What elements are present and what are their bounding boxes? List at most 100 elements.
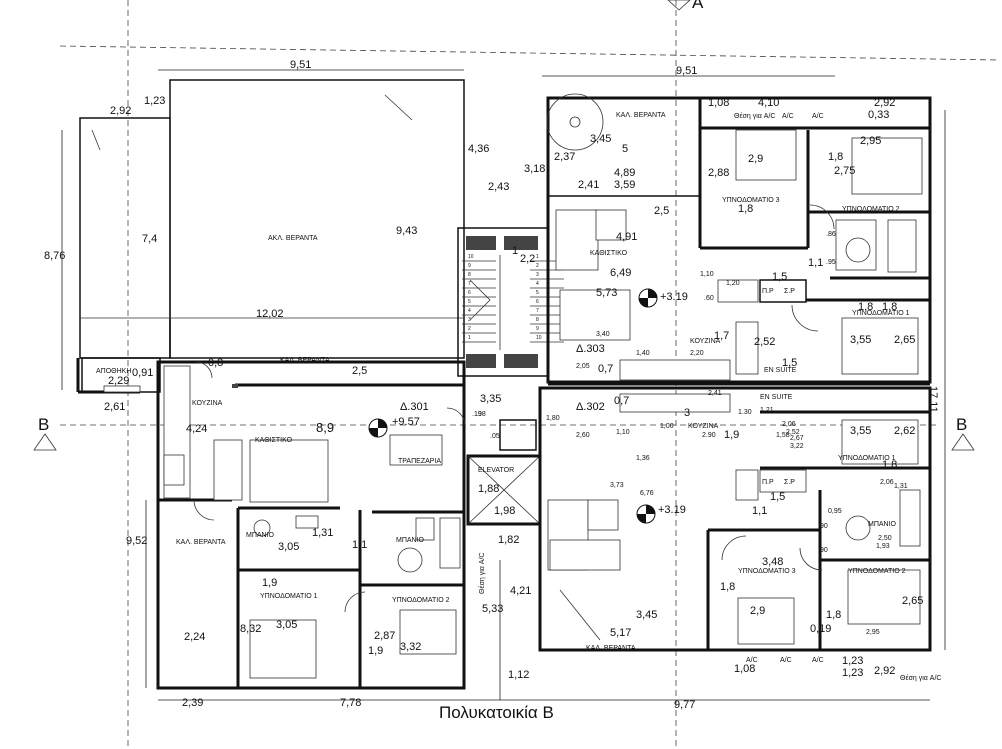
room-label: ΥΠΝΟΔΟΜΑΤΙΟ 2 [392, 597, 450, 604]
dimension-value: 3,73 [610, 482, 624, 489]
dimension-lines [61, 69, 946, 701]
dimension-value: 9,43 [396, 225, 417, 237]
dimension-value: 2,37 [554, 151, 575, 163]
svg-text:B: B [38, 415, 49, 434]
dimension-value: 1,9 [262, 577, 277, 589]
dimension-value: 5 [622, 143, 628, 155]
stair-step-number: 3 [536, 272, 539, 278]
dimension-value: 2,75 [834, 165, 855, 177]
storage-left [81, 357, 161, 393]
room-label: ΚΑΛ. ΒΕΡΑΝΤΑ [586, 645, 636, 652]
dimension-value: 1,1 [808, 257, 823, 269]
room-label: ELEVATOR [478, 467, 514, 474]
dimension-value: 1,36 [636, 455, 650, 462]
svg-text:+3.19: +3.19 [660, 291, 688, 303]
dimension-value: 0,95 [828, 508, 842, 515]
dimension-value: 1,5 [770, 491, 785, 503]
room-label: ΥΠΝΟΔΟΜΑΤΙΟ 1 [838, 455, 896, 462]
dimension-value: .60 [704, 295, 714, 302]
dimension-value: 2,2 [520, 253, 535, 265]
svg-text:A/C: A/C [812, 113, 824, 120]
dimension-value: 17,11 [927, 386, 939, 413]
stair-step-number: 3 [468, 317, 471, 323]
room-label: ΜΠΑΝΙΟ [868, 521, 897, 528]
stair-step-number: 6 [536, 299, 539, 305]
dimension-value: 3,55 [850, 334, 871, 346]
stair-step-number: 5 [468, 299, 471, 305]
svg-text:Θέση για A/C: Θέση για A/C [734, 112, 775, 120]
dimension-value: 1,8 [826, 609, 841, 621]
dimension-value: 1,00 [660, 423, 674, 430]
dimension-value: 2,50 [878, 535, 892, 542]
dimension-value: 2,67 [790, 435, 804, 442]
dimension-value: 5,17 [610, 627, 631, 639]
room-labels: ΑΚΛ. ΒΕΡΑΝΤΑ ΚΑΛ. ΒΕΡΑΝΤΑ ΑΠΟΘΗΚΗ ΚΟΥΖΙΝ… [96, 112, 910, 652]
dimension-value: 1,10 [616, 429, 630, 436]
dimension-value: 1,80 [546, 415, 560, 422]
dimension-value: 1,23 [842, 667, 863, 679]
svg-text:B: B [956, 415, 967, 434]
room-label: ΜΠΑΝΙΟ [246, 532, 275, 539]
dimension-value: 2,62 [894, 425, 915, 437]
dimension-value: 3,35 [480, 393, 501, 405]
dimension-value: 1,9 [368, 645, 383, 657]
dimension-value: 3,45 [590, 133, 611, 145]
level-marker-303: +3.19 [638, 288, 688, 308]
dimension-value: .05 [490, 433, 500, 440]
dimension-value: 1,8 [720, 581, 735, 593]
dimension-value: 4,10 [758, 97, 779, 109]
dimension-value: 2,87 [374, 630, 395, 642]
dimension-value: 3,40 [596, 331, 610, 338]
dimension-value: 2,61 [104, 401, 125, 413]
dimension-value: 1,08 [734, 663, 755, 675]
dimension-value: 0,7 [598, 363, 613, 375]
dimension-value: 2,52 [786, 429, 800, 436]
dimension-value: 2,06 [782, 421, 796, 428]
dimension-value: .95 [826, 259, 836, 266]
room-label: ΚΟΥΖΙΝΑ [192, 400, 223, 407]
dimension-value: .98 [476, 411, 486, 418]
dimension-value: 0,7 [614, 395, 629, 407]
dimension-value: 3,05 [276, 619, 297, 631]
dimension-value: 1,1 [352, 539, 367, 551]
dimension-value: .90 [818, 523, 828, 530]
dimension-value: 8,9 [316, 420, 334, 435]
apartment-303 [546, 93, 932, 384]
dimension-value: 1,23 [842, 655, 863, 667]
room-label: ΥΠΝΟΔΟΜΑΤΙΟ 1 [260, 593, 318, 600]
room-label: ΚΑΘΙΣΤΙΚΟ [590, 250, 628, 257]
dimension-value: 12,02 [256, 308, 284, 320]
unit-label-302: Δ.302 [576, 401, 605, 413]
svg-text:Θέση για A/C: Θέση για A/C [900, 674, 941, 682]
dimension-value: 0,33 [868, 109, 889, 121]
stair-step-number: 7 [536, 308, 539, 314]
unit-label-303: Δ.303 [576, 343, 605, 355]
dimension-value: 2,41 [578, 179, 599, 191]
dimension-value: 2,9 [750, 605, 765, 617]
stair-step-number: 1 [468, 335, 471, 341]
dimension-value: 4,21 [510, 585, 531, 597]
stair-step-number: 6 [468, 290, 471, 296]
stair-step-number: 8 [536, 317, 539, 323]
dimension-value: 1,20 [726, 280, 740, 287]
equipment-labels: Π.Ρ Σ.Ρ Π.Ρ Σ.Ρ A/C A/C A/C A/C A/C Θέση… [478, 112, 941, 682]
dimension-value: 0,19 [810, 623, 831, 635]
dimension-value: 2,52 [754, 336, 775, 348]
stair-step-number: 4 [536, 281, 539, 287]
apartment-302 [538, 386, 932, 652]
room-label: ΤΡΑΠΕΖΑΡΙΑ [398, 458, 441, 465]
dimension-value: 2,29 [108, 375, 129, 387]
dimension-value: 3,22 [790, 443, 804, 450]
room-label: ΚΑΛ. ΒΕΡΑΝΤΑ [616, 112, 666, 119]
dimension-value: 2,43 [488, 181, 509, 193]
svg-text:Θέση για A/C: Θέση για A/C [478, 553, 486, 594]
stair-step-number: 9 [468, 263, 471, 269]
unit-label-301: Δ.301 [400, 401, 429, 413]
room-label: ΑΚΛ. ΒΕΡΑΝΤΑ [268, 235, 318, 242]
svg-text:+3.19: +3.19 [658, 504, 686, 516]
svg-text:A/C: A/C [746, 657, 758, 664]
dimension-value: 1,5 [772, 271, 787, 283]
stair-step-number: 7 [468, 281, 471, 287]
dimension-value: 1,12 [508, 669, 529, 681]
